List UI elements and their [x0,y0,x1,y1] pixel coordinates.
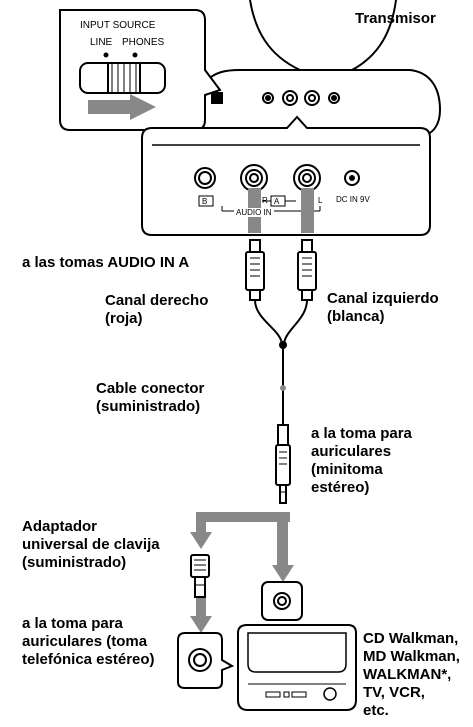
to-audio-in-label: a las tomas AUDIO IN A [22,254,190,271]
jack-r-label: R [262,196,268,205]
jack-l-label: L [318,196,323,205]
right-channel-label: Canal derecho(roja) [105,292,209,327]
cable-label: Cable conector(suministrado) [96,380,205,415]
transmitter-label: Transmisor [355,10,436,27]
back-panel-callout [141,115,431,236]
audio-in-label: AUDIO IN [234,208,274,217]
connecting-cable [254,299,308,425]
rca-plug-right [245,239,265,301]
phone-jack-callout [177,632,235,689]
slide-direction-arrow [88,94,156,120]
plug-arrow-left [301,188,314,233]
jack-a-label: A [274,197,280,206]
rca-plug-left [297,239,317,301]
input-source-label: INPUT SOURCE [80,20,156,31]
mini-jack-callout [261,581,303,621]
walkman-device [237,624,357,711]
devices-label: CD Walkman,MD Walkman, WALKMAN*,TV, VCR,… [363,630,460,719]
phones-label: PHONES [122,37,165,48]
stereo-mini-plug [275,424,291,504]
split-arrows [190,512,294,633]
dc-in-label: DC IN 9V [336,195,370,204]
line-label: LINE [90,37,113,48]
left-channel-label: Canal izquierdo(blanca) [327,290,439,325]
jack-b-label: B [202,197,208,206]
plug-adaptor [190,554,210,598]
